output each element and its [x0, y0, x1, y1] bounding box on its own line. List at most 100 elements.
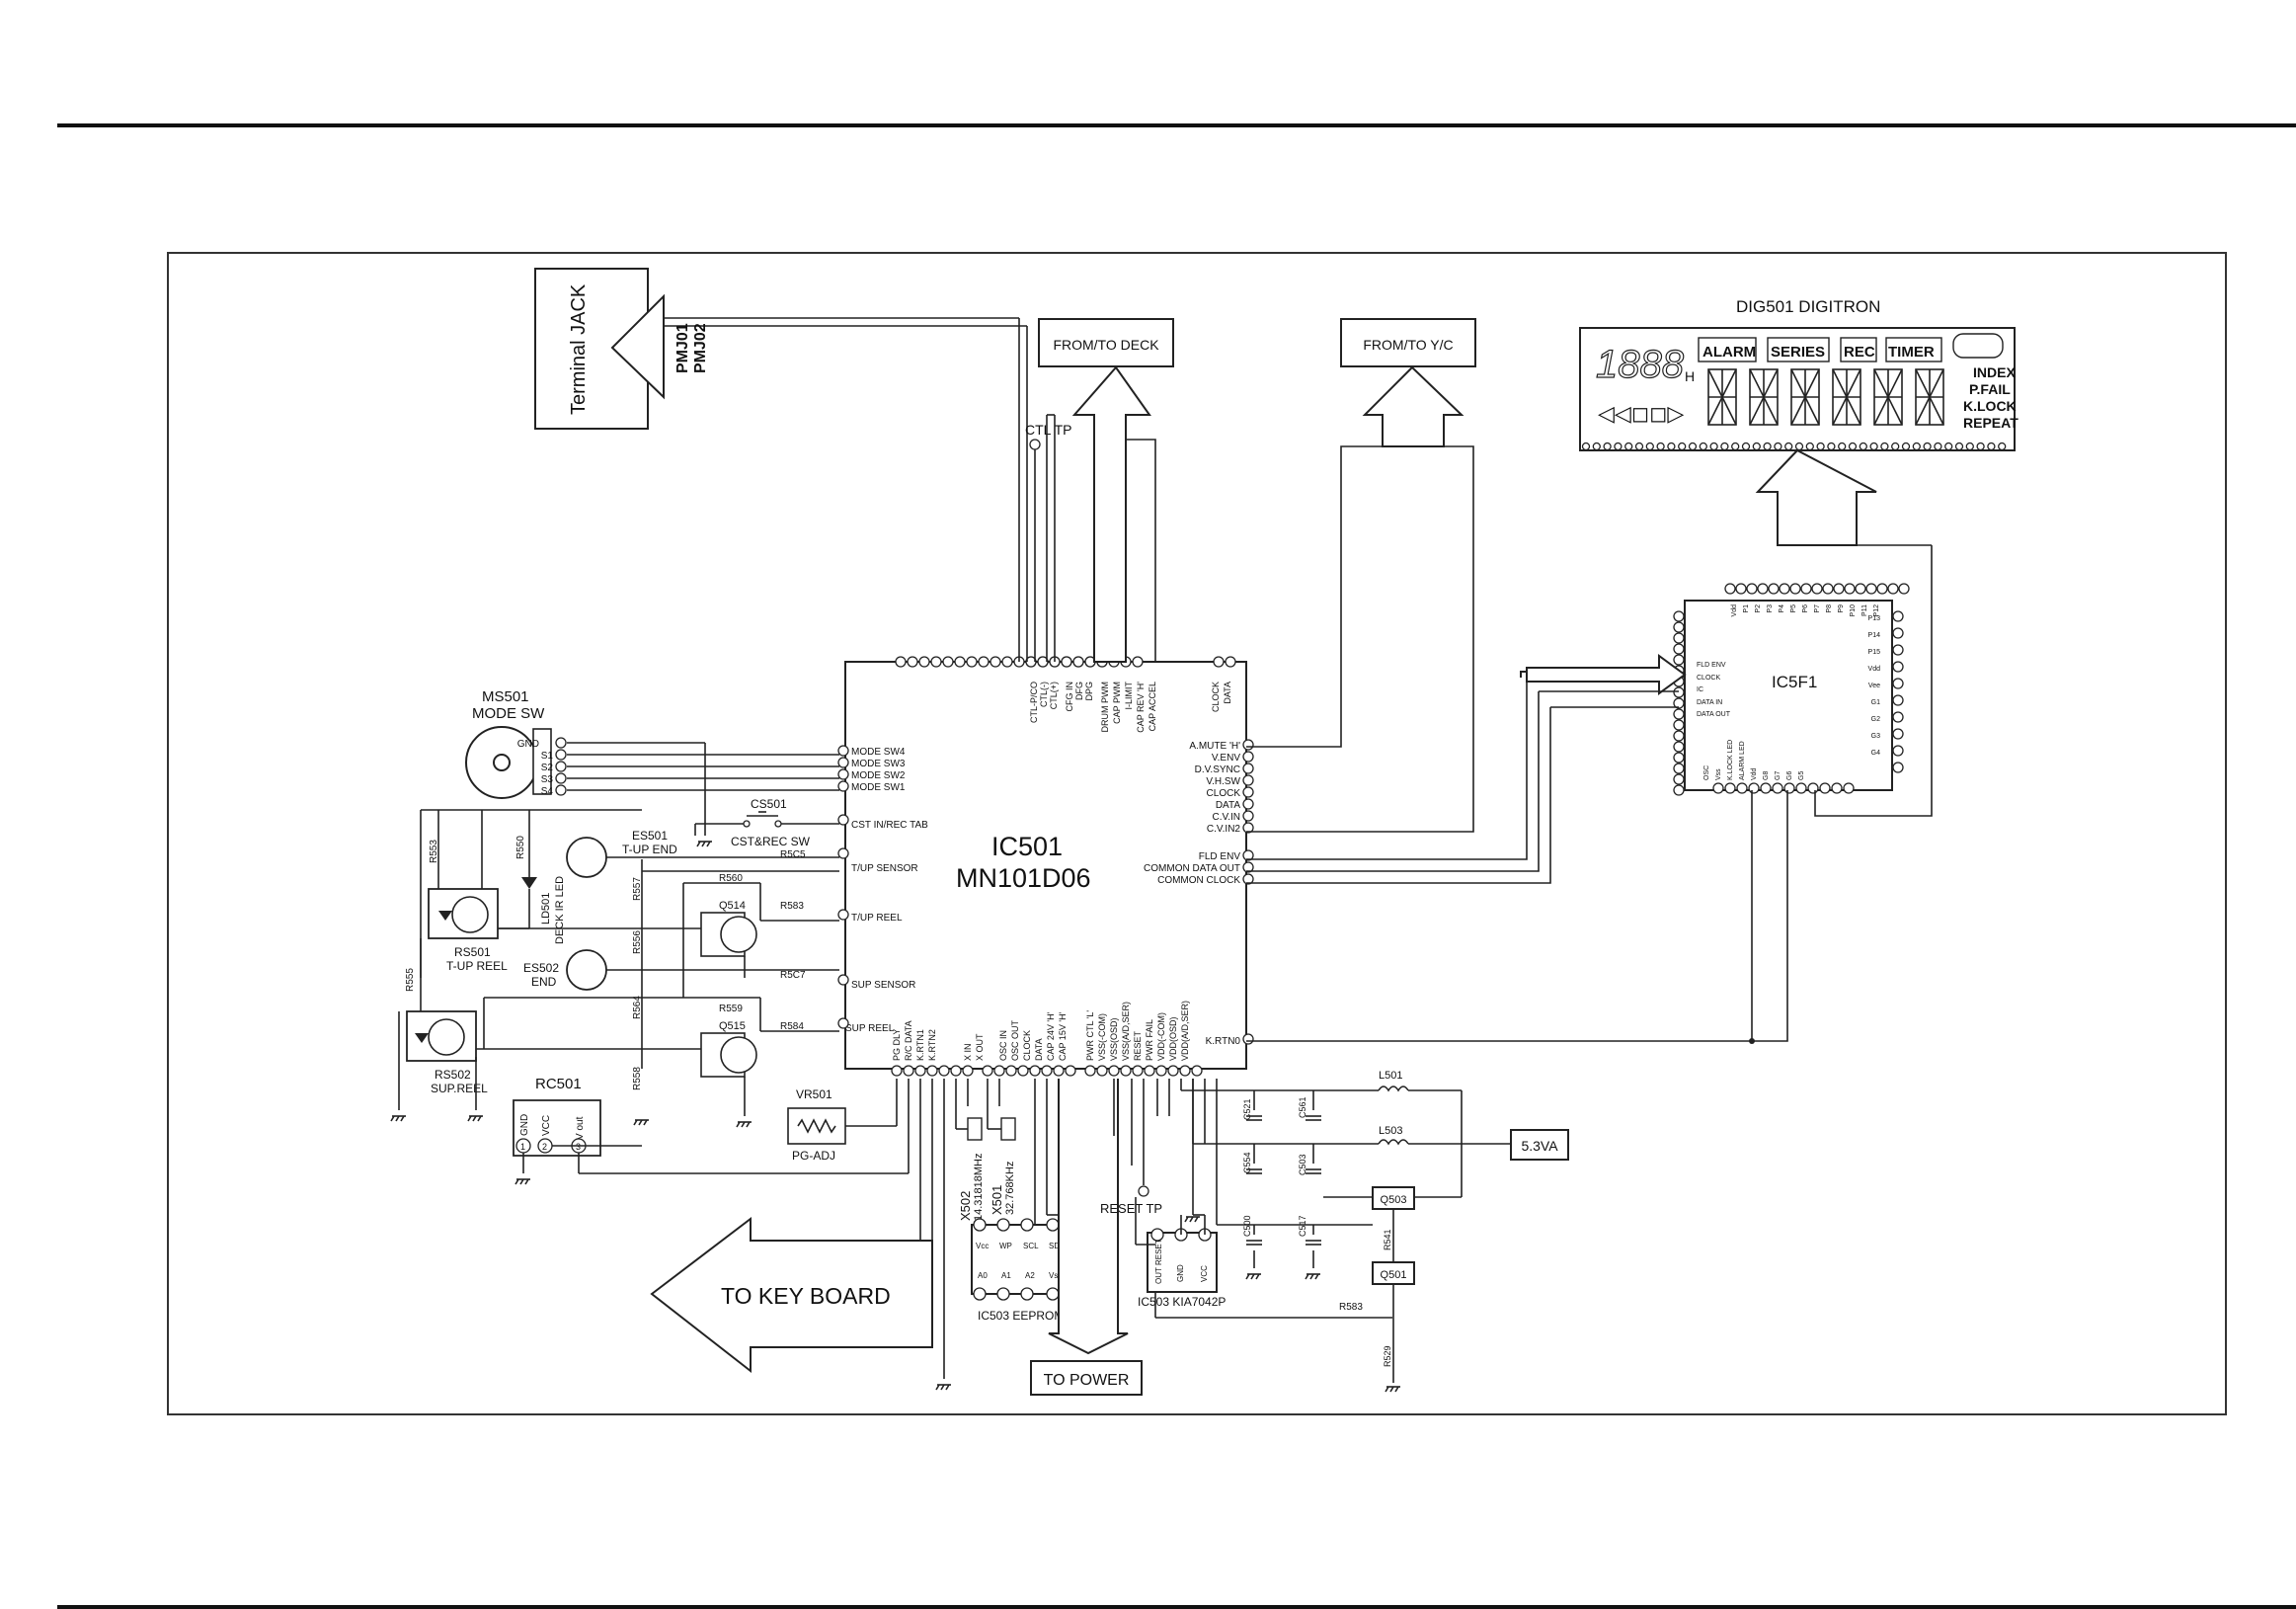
dig501-pin: [1987, 442, 1996, 451]
ic501-bottom-pin: [1065, 1065, 1076, 1077]
ic5f1-top-label: P5: [1790, 604, 1797, 613]
ic5f1-bottom-pin: [1819, 782, 1831, 794]
ic5f1-top-pin: [1735, 583, 1747, 595]
dig501-series: SERIES: [1771, 344, 1825, 361]
dig501-pin: [1944, 442, 1953, 451]
ic5f1-top-pin: [1789, 583, 1801, 595]
ic5f1-bottom-pin: [1772, 782, 1783, 794]
ic5f1-left-pin: [1673, 632, 1685, 644]
rs501-name: T-UP REEL: [446, 959, 508, 973]
ic5f1-bottom-pin: [1843, 782, 1855, 794]
ic5f1-right-pin: [1892, 627, 1904, 639]
ic501-top-pin: [1072, 656, 1084, 668]
ic5f1-right-label: G4: [1871, 750, 1880, 757]
dig501-pin: [1763, 442, 1772, 451]
to-power-label: TO POWER: [1044, 1372, 1130, 1389]
ground-symbol: [696, 841, 701, 847]
ic5f1-top-pin: [1833, 583, 1845, 595]
r529-label: R529: [1383, 1345, 1392, 1367]
pin-cv-in: C.V.IN: [1212, 812, 1240, 823]
ms501-mode-switch: MS501 MODE SW GND S1 S2 S3 S4: [465, 688, 839, 836]
c500-label: C500: [1242, 1215, 1252, 1237]
ms501-name: MODE SW: [472, 705, 545, 722]
r5c5-label: R5C5: [780, 849, 806, 860]
ic501-left-pin: [837, 847, 849, 859]
ground-symbol: [706, 841, 711, 847]
ic501-bottom-pin: [938, 1065, 950, 1077]
ic5f1-bottom-label: OSC: [1703, 765, 1710, 780]
ms501-s2: S2: [541, 763, 554, 773]
ic501-right-pin: [1242, 739, 1254, 751]
es501-ref: ES501: [632, 829, 668, 843]
ic501-right-pin: [1242, 849, 1254, 861]
ground-symbols: [390, 841, 1400, 1393]
dig501-pin: [1645, 442, 1654, 451]
x502-ref: X502: [958, 1191, 973, 1221]
dig501-pin: [1954, 442, 1964, 451]
ic5f1-bottom-pin: [1760, 782, 1772, 794]
terminal-jack-label: Terminal JACK: [568, 283, 590, 415]
dig501-segment-diag: [1790, 368, 1820, 426]
ic501-top-pin: [907, 656, 918, 668]
ic5f1-top-pin: [1746, 583, 1758, 595]
dig501-label-row: ALARM SERIES REC TIMER: [1698, 333, 2004, 362]
ic501-bottom-pin: [1120, 1065, 1132, 1077]
supply-label: 5.3VA: [1521, 1138, 1558, 1154]
ic501-bottom-label: VSS(OSD): [1109, 1017, 1119, 1061]
ic501-ref: IC501: [991, 832, 1063, 861]
c561-label: C561: [1298, 1096, 1307, 1118]
ic501-top-pin: [1061, 656, 1072, 668]
ic5f1-left-pin: [1673, 708, 1685, 720]
r5c7-label: R5C7: [780, 970, 806, 981]
ctl-tp-label: CTL TP: [1025, 422, 1071, 438]
ic501-top-pin: [966, 656, 978, 668]
ic501-bottom-pin: [1179, 1065, 1191, 1077]
ic503-eeprom: IC503 EEPROM Vcc WP SCL SDA A0 A1 A2 Vss: [971, 1079, 1071, 1323]
dig501-pin: [1784, 442, 1793, 451]
ic5f1-left-pin: [1673, 621, 1685, 633]
crystals: X502 14.31818MHz X501 32.768KHz: [955, 1079, 1016, 1221]
rc-pin-2: 2: [542, 1142, 547, 1152]
reset-ic-pin: [1150, 1228, 1164, 1242]
ic501-left-pin: [837, 745, 849, 757]
ic5f1-top-label: Vdd: [1731, 604, 1738, 617]
ic5f1-bottom-pin: [1807, 782, 1819, 794]
top-label-dfg: DFG: [1074, 682, 1084, 700]
q514-ref: Q514: [719, 900, 746, 912]
ground-symbol: [746, 1121, 751, 1128]
ic501-bottom-pin: [1132, 1065, 1144, 1077]
ic501-left-pin: [837, 1017, 849, 1029]
ic5f1-bottom-label: G8: [1763, 771, 1770, 780]
dig501-pin: [1816, 442, 1825, 451]
ic501-bottom-pin: [950, 1065, 962, 1077]
pin-mode-sw4: MODE SW4: [851, 747, 906, 758]
rc-vcc: VCC: [541, 1115, 552, 1136]
x501-freq: 32.768KHz: [1004, 1162, 1016, 1215]
ground-symbol: [1309, 1273, 1314, 1280]
dig501-pin: [1699, 442, 1707, 451]
pin-vh-sw: V.H.SW: [1206, 776, 1240, 787]
ic5f1-top-pin: [1757, 583, 1769, 595]
pin-a-mute: A.MUTE 'H': [1189, 741, 1240, 752]
ic501-bottom-pin: [993, 1065, 1005, 1077]
ic5f1-left-pin: [1673, 654, 1685, 666]
ic5f1-top-label: P8: [1826, 604, 1833, 613]
ground-symbol: [935, 1384, 940, 1391]
r584-label: R584: [780, 1021, 804, 1032]
pmj02-label: PMJ02: [692, 323, 709, 373]
power-supply: C521 C561 C554 C503 C500 C517 L501 L503 …: [1180, 1070, 1569, 1383]
ic501-top-pin: [1037, 656, 1049, 668]
ic5f1-top-pin: [1811, 583, 1823, 595]
pin-k-rtn0: K.RTN0: [1206, 1036, 1241, 1047]
ground-symbol: [1394, 1386, 1399, 1393]
es502-name: END: [531, 975, 557, 989]
ic501-bottom-pin: [903, 1065, 914, 1077]
dig501-pin: [1976, 442, 1985, 451]
pin-sup-reel: SUP REEL: [845, 1023, 895, 1034]
ic501-right-pin: [1242, 763, 1254, 774]
rs501-ref: RS501: [454, 945, 491, 959]
ic501-bottom-pin: [1191, 1065, 1203, 1077]
ic501-bottom-pin: [982, 1065, 993, 1077]
top-label-dpg: DPG: [1084, 682, 1094, 701]
dig501-klock: K.LOCK: [1963, 398, 2017, 414]
